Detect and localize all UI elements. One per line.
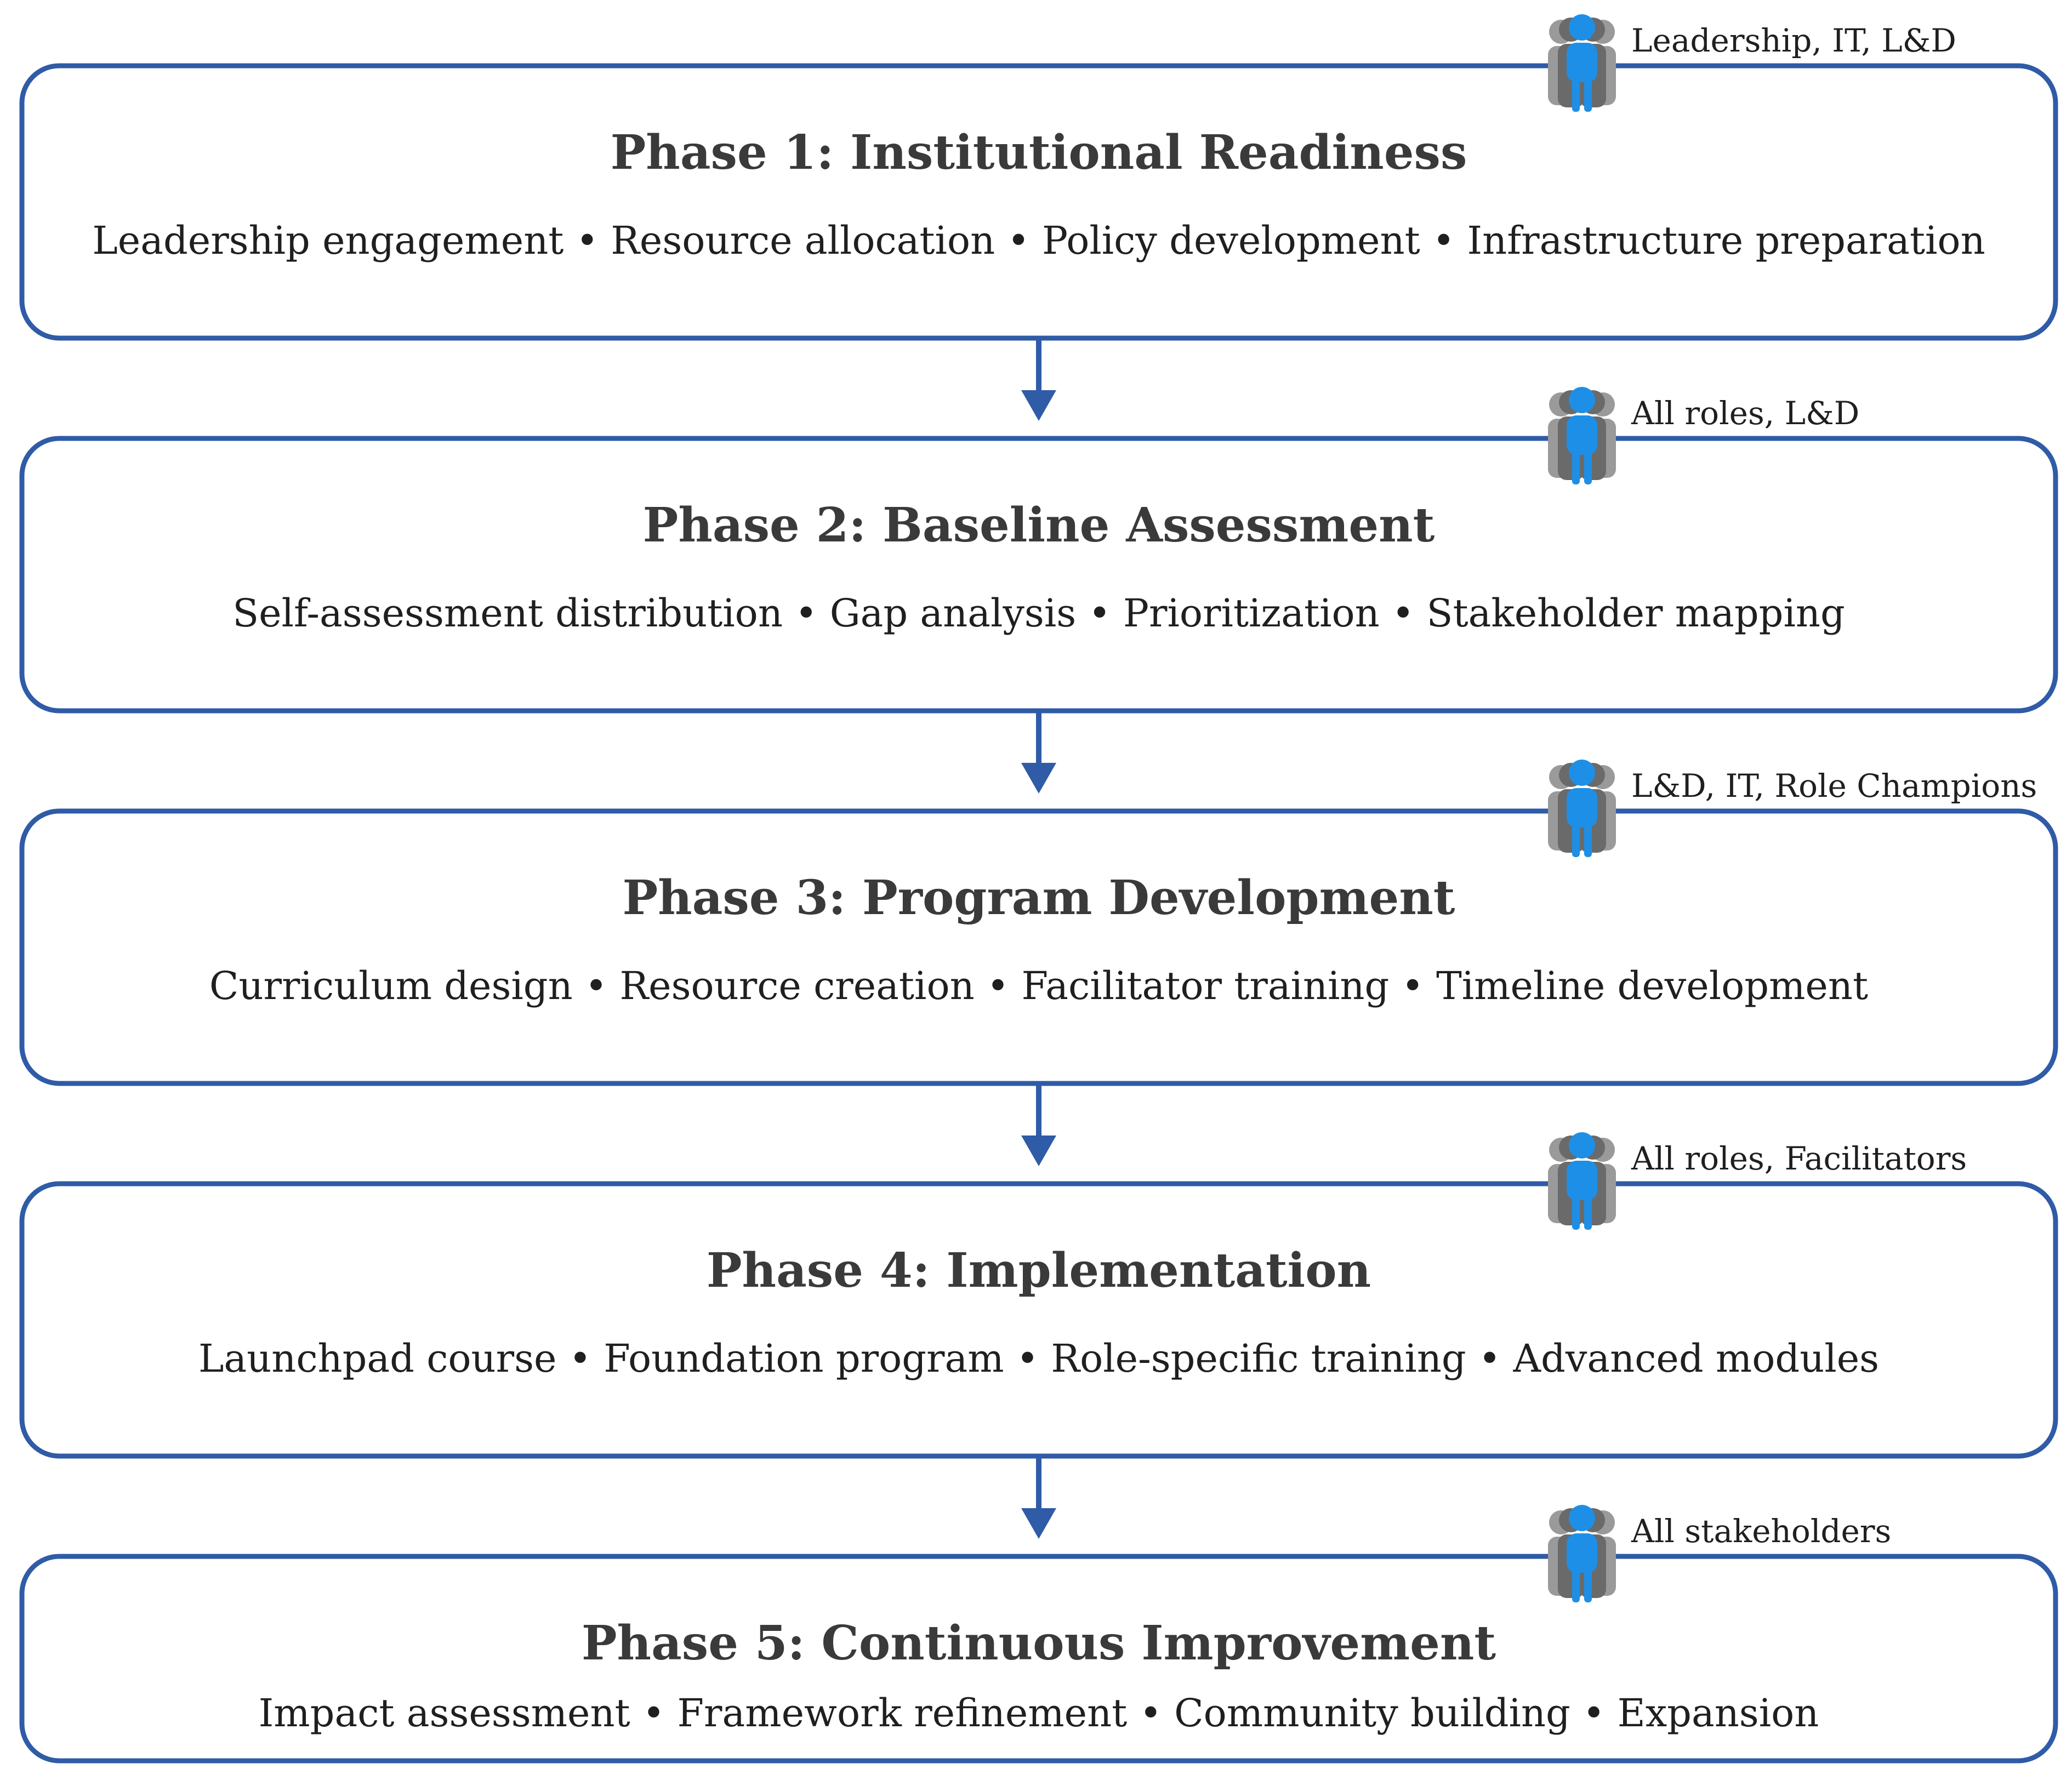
phase-5-stakeholders: All stakeholders [1631,1513,1891,1550]
phase-1-stakeholders: Leadership, IT, L&D [1631,22,1956,59]
arrow-down-icon [1021,711,1056,794]
people-group-icon [1548,387,1616,484]
arrow-down-icon [1021,1084,1056,1166]
phase-2: Phase 2: Baseline Assessment Self-assess… [19,387,2058,714]
phase-4-title: Phase 4: Implementation [707,1243,1371,1298]
people-group-icon [1548,14,1616,112]
phase-5-box [19,1554,2058,1764]
phase-1-title: Phase 1: Institutional Readiness [611,125,1467,180]
phase-3-title: Phase 3: Program Development [622,870,1455,926]
phase-3-stakeholders: L&D, IT, Role Champions [1631,767,2037,804]
phase-2-items: Self-assessment distribution • Gap analy… [232,591,1845,636]
phase-1-items: Leadership engagement • Resource allocat… [92,218,1985,263]
phase-1: Phase 1: Institutional Readiness Leaders… [19,14,2058,341]
phase-2-box [19,436,2058,714]
phase-2-title: Phase 2: Baseline Assessment [643,498,1435,553]
people-group-icon [1548,1132,1616,1230]
phase-4-items: Launchpad course • Foundation program • … [198,1336,1879,1381]
phase-3-items: Curriculum design • Resource creation • … [209,963,1868,1008]
arrow-down-icon [1021,1457,1056,1539]
people-group-icon [1548,1505,1616,1602]
phase-1-box [19,63,2058,341]
phase-5-items: Impact assessment • Framework refinement… [259,1691,1819,1736]
phase-5: Phase 5: Continuous Improvement Impact a… [19,1505,2058,1764]
phase-5-title: Phase 5: Continuous Improvement [582,1616,1496,1671]
phase-3: Phase 3: Program Development Curriculum … [19,760,2058,1086]
phase-4-box [19,1181,2058,1459]
phase-2-stakeholders: All roles, L&D [1631,395,1859,432]
people-group-icon [1548,760,1616,857]
phase-3-box [19,808,2058,1086]
phase-4-stakeholders: All roles, Facilitators [1631,1140,1967,1177]
phase-4: Phase 4: Implementation Launchpad course… [19,1132,2058,1459]
arrow-down-icon [1021,339,1056,421]
